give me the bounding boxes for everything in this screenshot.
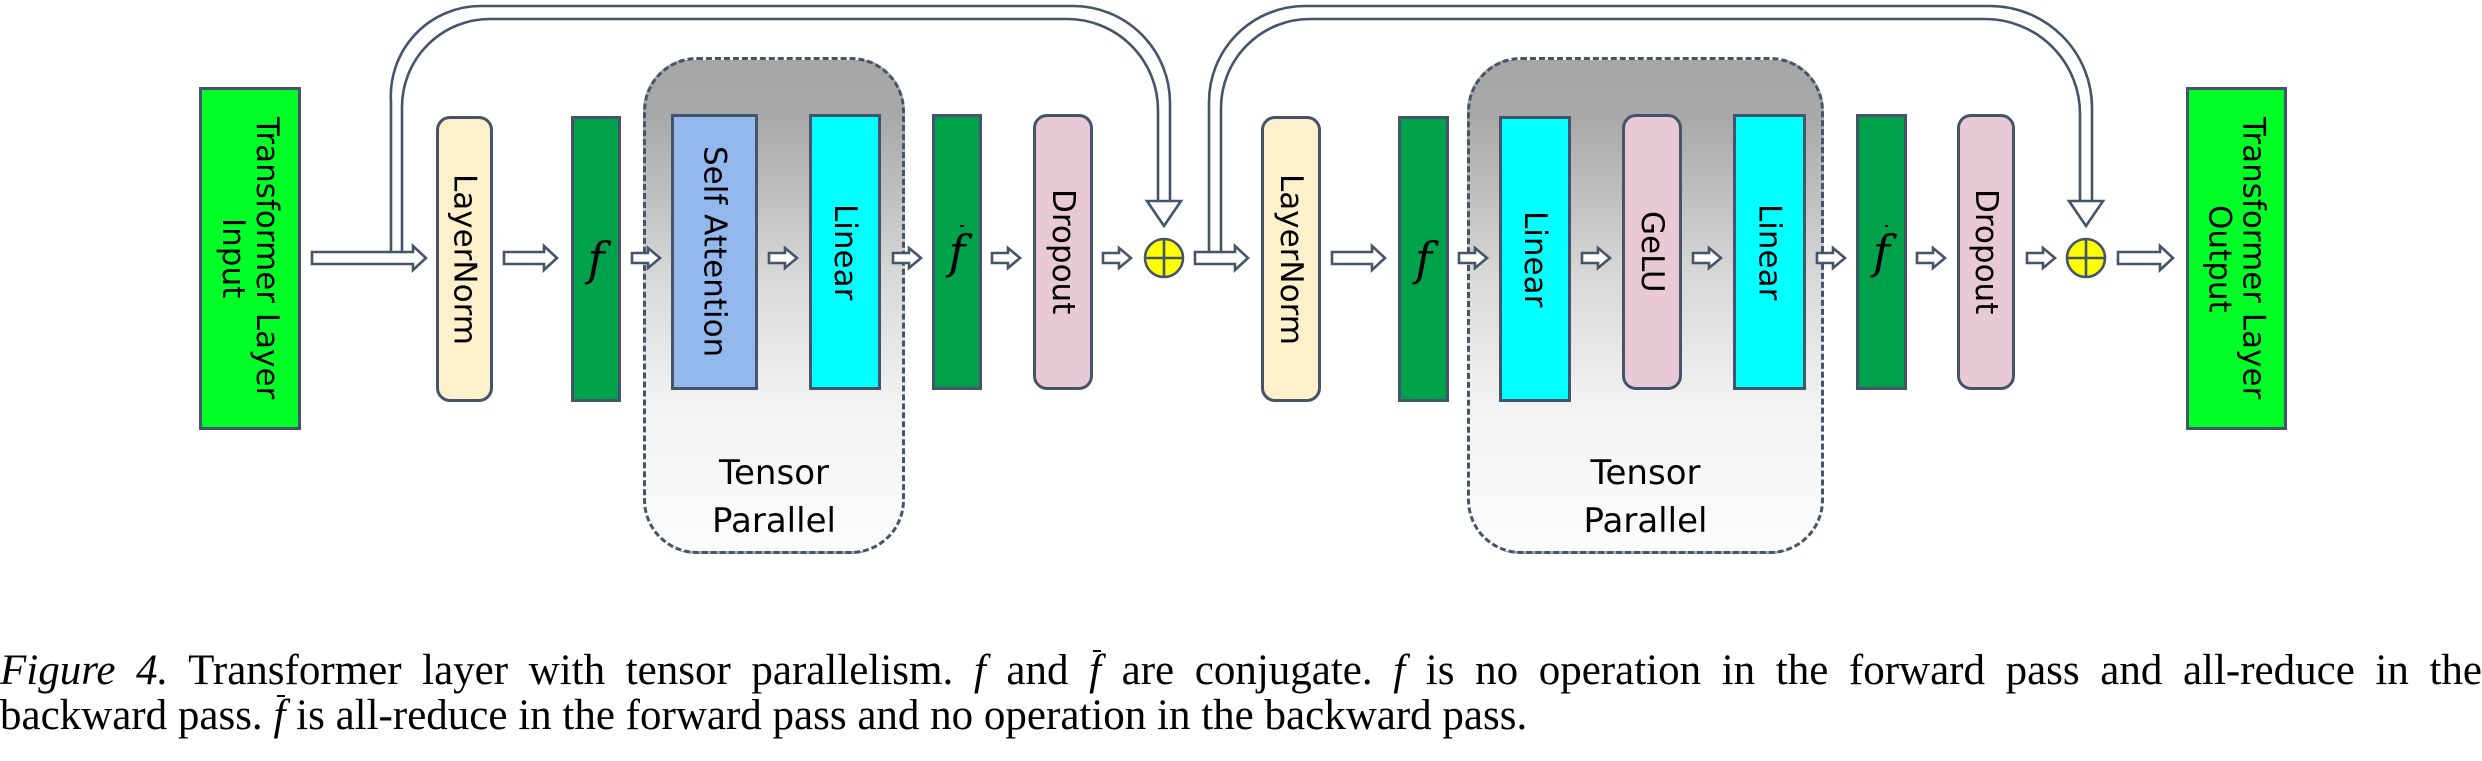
self-attention-block: Self Attention — [671, 114, 758, 390]
arrow-layernorm-to-f — [502, 243, 559, 273]
connections — [310, 4, 2175, 279]
layernorm-label: LayerNorm — [446, 173, 483, 345]
linear-label: Linear — [1751, 203, 1788, 301]
figure-caption: Figure 4. Transformer layer with tensor … — [0, 648, 2482, 738]
arrow-layernorm2-to-f — [1330, 243, 1387, 273]
linear-block-1: Linear — [809, 114, 881, 390]
tensor-parallel-label-line2: Parallel — [1583, 501, 1708, 541]
f-math-symbol: f — [1393, 647, 1406, 694]
f-bar-symbol: f — [1872, 225, 1891, 279]
arrow-plus-to-output — [2116, 243, 2175, 273]
caption-text: are conjugate. — [1101, 647, 1394, 694]
gelu-block: GeLU — [1622, 114, 1682, 390]
tensor-parallel-label-line1: Tensor — [1590, 453, 1701, 493]
arrow-input-to-layernorm — [310, 243, 428, 273]
arrow-self-attention-to-linear — [767, 245, 800, 271]
arrow-fbar-to-dropout-2 — [1915, 245, 1948, 271]
caption-figure-label: Figure 4. — [0, 647, 169, 694]
arrow-f-to-linear — [1457, 245, 1490, 271]
layernorm-block-1: LayerNorm — [436, 116, 493, 402]
caption-text: is all-reduce in the forward pass and no… — [285, 692, 1528, 739]
arrow-plus-to-layernorm — [1193, 243, 1250, 273]
layernorm-label: LayerNorm — [1273, 173, 1309, 345]
gelu-label: GeLU — [1634, 211, 1670, 293]
caption-text: backward pass. — [0, 692, 274, 739]
caption-line-1: Figure 4. Transformer layer with tensor … — [0, 648, 2482, 693]
arrow-linear-to-gelu — [1580, 245, 1613, 271]
residual-add-2-icon — [2065, 237, 2107, 279]
dropout-block-1: Dropout — [1033, 114, 1093, 390]
f-operator-block-1: f — [571, 116, 621, 402]
linear-label: Linear — [1517, 210, 1553, 308]
input-label: Transformer Layer Input — [215, 117, 285, 400]
caption-text: and — [985, 647, 1090, 694]
f-bar-math-symbol: f — [1089, 647, 1102, 694]
tensor-parallel-label-line2: Parallel — [712, 501, 836, 541]
skip-connection-2-outer — [1207, 4, 2094, 252]
arrow-dropout-to-plus-2 — [2025, 245, 2058, 271]
linear-block-3: Linear — [1733, 114, 1806, 390]
arrow-fbar-to-dropout — [990, 245, 1023, 271]
arrow-linear-to-fbar — [891, 245, 924, 271]
output-label: Transformer Layer Output — [2201, 117, 2272, 400]
skip-connection-2-arrowhead — [2066, 199, 2106, 229]
arrow-linear-to-fbar-2 — [1815, 245, 1848, 271]
transformer-layer-input-block: Transformer Layer Input — [199, 87, 301, 430]
skip-connection-2-inner — [1219, 17, 2082, 252]
transformer-layer-diagram: Tensor Parallel Tensor Parallel — [199, 4, 2287, 554]
f-bar-symbol: f — [948, 225, 966, 279]
f-math-symbol: f — [973, 647, 986, 694]
linear-label: Linear — [827, 203, 863, 301]
tensor-parallel-label-line1: Tensor — [719, 453, 829, 493]
dropout-label: Dropout — [1968, 189, 2004, 315]
caption-line-2: backward pass. f is all-reduce in the fo… — [0, 693, 2482, 738]
residual-add-1-icon — [1143, 237, 1185, 279]
arrow-dropout-to-plus — [1101, 245, 1134, 271]
f-operator-block-2: f — [1398, 116, 1449, 402]
skip-connection-1-arrowhead — [1144, 199, 1184, 229]
caption-text: is no operation in the forward pass and … — [1405, 647, 2482, 694]
f-bar-math-symbol: f — [273, 692, 286, 739]
layernorm-block-2: LayerNorm — [1261, 116, 1321, 402]
f-symbol: f — [1414, 232, 1433, 286]
skip-connection-1-inner — [400, 17, 1160, 252]
fbar-operator-block-1: f — [932, 114, 982, 390]
transformer-layer-output-block: Transformer Layer Output — [2186, 87, 2287, 430]
dropout-block-2: Dropout — [1957, 114, 2015, 390]
self-attention-label: Self Attention — [696, 146, 733, 358]
arrow-f-to-self-attention — [630, 245, 663, 271]
caption-text: Transformer layer with tensor parallelis… — [168, 647, 954, 694]
linear-block-2: Linear — [1499, 116, 1571, 402]
arrow-gelu-to-linear — [1691, 245, 1724, 271]
fbar-operator-block-2: f — [1856, 114, 1907, 390]
skip-connection-1-outer — [389, 4, 1172, 252]
f-symbol: f — [587, 232, 605, 286]
dropout-label: Dropout — [1045, 189, 1081, 315]
